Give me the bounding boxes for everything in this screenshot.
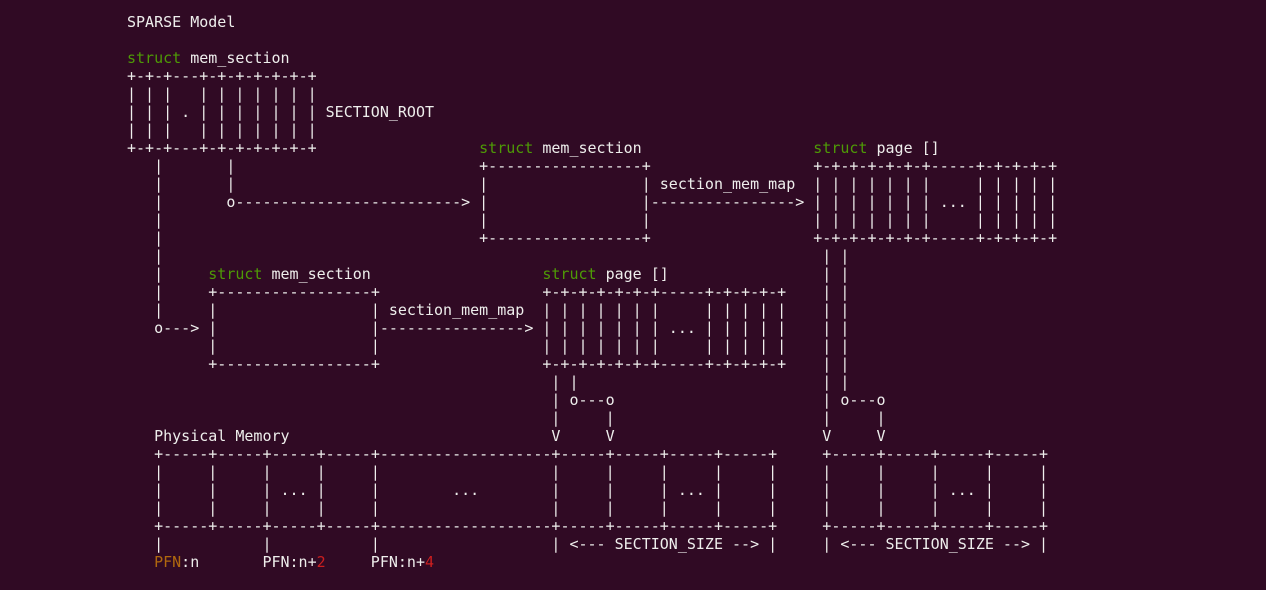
pfn-label-n-plus-2: PFN:n+2 (262, 553, 325, 571)
section-size-marker: | <--- SECTION_SIZE --> | (551, 535, 778, 553)
struct-type: mem_section (271, 265, 371, 283)
struct-type: mem_section (542, 139, 642, 157)
section-mem-map-top-label: section_mem_map (659, 175, 796, 193)
struct-type: mem_section (190, 49, 290, 67)
pfn-label-n-plus-4: PFN:n+4 (371, 553, 434, 571)
mem-section-top-box: +-----------------+ | | | | | | +-------… (479, 157, 651, 247)
page-array-bottom-box: +-+-+-+-+-+-+-----+-+-+-+-+ | | | | | | … (542, 283, 787, 373)
mem-section-top-label: struct mem_section (479, 139, 642, 157)
struct-type: page [] (605, 265, 669, 283)
pfn-offset: 4 (424, 553, 435, 571)
physical-memory-blocks: +-----+-----+-----+-----+---------------… (154, 445, 778, 535)
root-connector-left: | | | | | | | | | o---> (154, 157, 200, 337)
page-array-top-label: struct page [] (813, 139, 939, 157)
struct-keyword: struct (127, 49, 182, 67)
struct-keyword: struct (813, 139, 868, 157)
diagram-title: SPARSE Model (127, 13, 236, 31)
physical-memory-blocks-right: +-----+-----+-----+-----+ | | | | | | | … (822, 445, 1049, 535)
section-root-label: SECTION_ROOT (325, 103, 435, 121)
page-array-top-box: +-+-+-+-+-+-+-----+-+-+-+-+ | | | | | | … (813, 157, 1058, 247)
pfn-prefix: PFN (154, 553, 182, 571)
struct-keyword: struct (208, 265, 263, 283)
pfn-label-n: PFN:n (154, 553, 199, 571)
pfn-ticks: | | | (154, 535, 380, 553)
pfn-value: :n (181, 553, 200, 571)
root-struct-label: struct mem_section (127, 49, 290, 67)
struct-type: page [] (876, 139, 940, 157)
page-array-top-connector: | | | | | | | | | | | | | | | | | o---o … (822, 247, 886, 445)
pfn-prefix: PFN:n+ (262, 553, 317, 571)
section-mem-map-bottom-label: section_mem_map (388, 301, 525, 319)
section-root-array: +-+-+---+-+-+-+-+-+-+ | | | | | | | | | … (127, 67, 317, 157)
struct-keyword: struct (479, 139, 534, 157)
page-array-bottom-label: struct page [] (542, 265, 668, 283)
root-connector-right: | | o-------------------------> (226, 157, 471, 211)
page-array-bottom-connector: | | | o---o | | V V (551, 373, 615, 445)
struct-keyword: struct (542, 265, 597, 283)
physical-memory-label: Physical Memory (154, 427, 290, 445)
pfn-prefix: PFN:n+ (370, 553, 425, 571)
section-mem-map-bottom-arrow: ----------------> (379, 319, 534, 337)
mem-section-bottom-box: +-----------------+ | | | | | | +-------… (208, 283, 380, 373)
pfn-offset: 2 (316, 553, 326, 571)
section-mem-map-top-arrow: ----------------> (650, 193, 805, 211)
mem-section-bottom-label: struct mem_section (208, 265, 371, 283)
section-size-marker-right: | <--- SECTION_SIZE --> | (822, 535, 1049, 553)
